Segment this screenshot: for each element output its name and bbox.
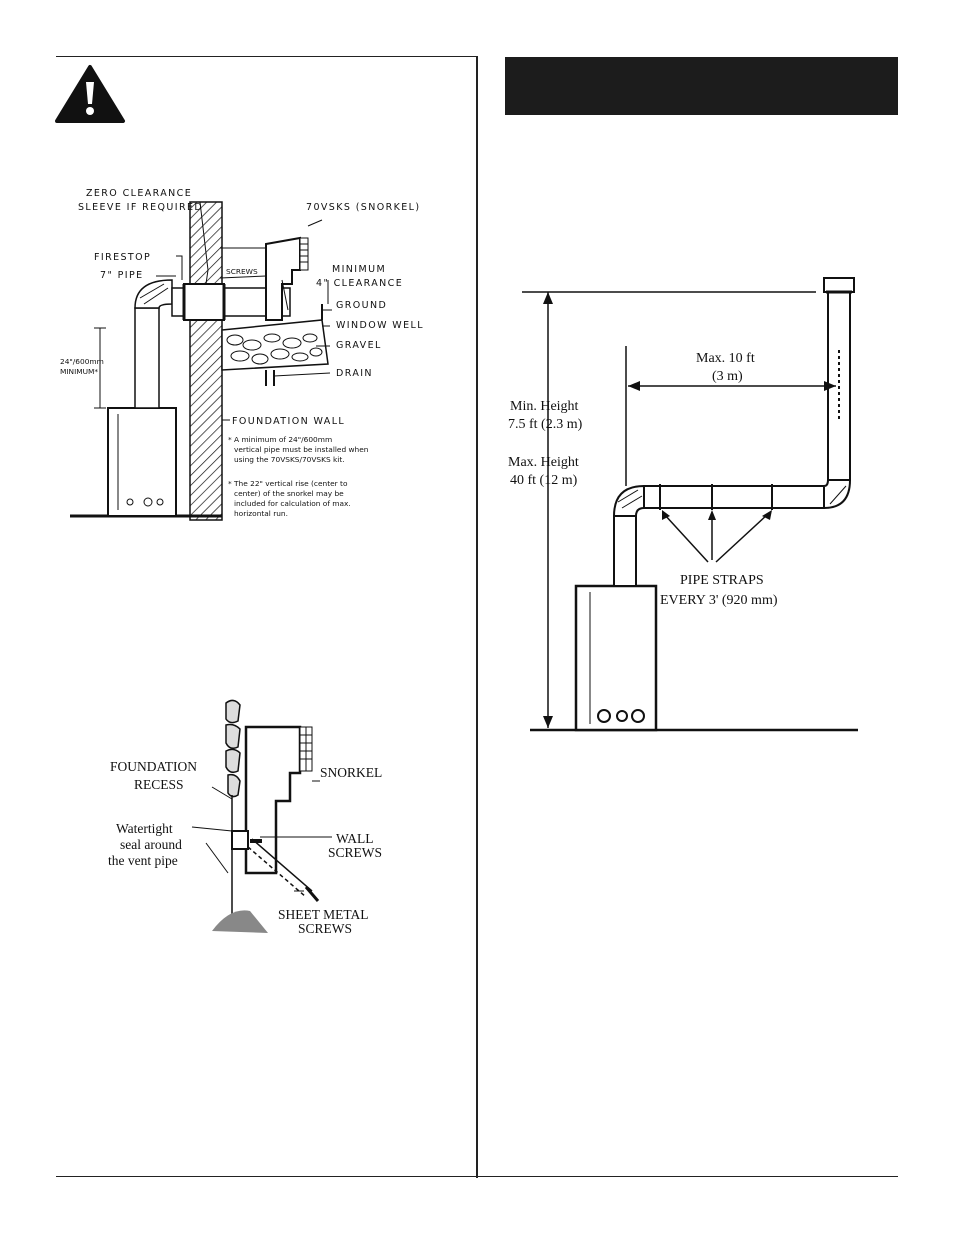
label-window-well: WINDOW WELL [336,320,424,331]
note2-line1: * The 22" vertical rise (center to [228,479,348,488]
foundation-recess-diagram: FOUNDATION RECESS SNORKEL Watertight sea… [108,699,382,936]
section-header-bar [505,57,898,115]
label-sheet-metal-1: SHEET METAL [278,907,369,922]
label-max-run-2: (3 m) [712,369,743,384]
note1-line2: vertical pipe must be installed when [234,445,369,454]
vent-height-diagram: Max. 10 ft (3 m) Min. Height 7.5 ft (2.3… [508,277,858,732]
column-divider [476,56,478,1178]
top-rule [56,56,476,57]
label-7-pipe: 7" PIPE [100,270,144,281]
label-wall-screws-1: WALL [336,831,374,846]
label-max-run-1: Max. 10 ft [696,351,755,366]
label-snorkel-kit: 70VSKS (SNORKEL) [306,202,420,213]
bottom-rule [56,1176,898,1177]
snorkel-device [265,236,309,321]
label-foundation-wall: FOUNDATION WALL [232,416,345,427]
warning-icon [55,65,125,123]
appliance-unit [574,584,658,732]
label-min-vertical-1: 24"/600mm [60,357,104,366]
label-watertight-1: Watertight [116,821,173,836]
label-foundation-recess-1: FOUNDATION [110,759,197,774]
label-zero-clearance-2: SLEEVE IF REQUIRED [78,202,203,213]
label-minimum-1: MINIMUM [332,264,386,275]
snorkel-installation-diagram: ZERO CLEARANCE SLEEVE IF REQUIRED 70VSKS… [60,188,424,521]
label-wall-screws-2: SCREWS [328,845,382,860]
label-min-height-1: Min. Height [510,399,579,414]
label-pipe-straps-1: PIPE STRAPS [680,573,764,588]
label-ground: GROUND [336,300,387,311]
note2-line2: center) of the snorkel may be [234,489,344,498]
label-gravel: GRAVEL [336,340,382,351]
note1-line1: * A minimum of 24"/600mm [228,435,332,444]
label-pipe-straps-2: EVERY 3' (920 mm) [660,593,778,608]
label-drain: DRAIN [336,368,373,379]
label-max-height-2: 40 ft (12 m) [510,473,578,488]
label-min-height-2: 7.5 ft (2.3 m) [508,417,583,432]
note1-line3: using the 70VSKS/70VSKS kit. [234,455,345,464]
appliance [107,407,177,517]
label-watertight-3: the vent pipe [108,853,178,868]
label-max-height-1: Max. Height [508,455,579,470]
label-screws: SCREWS [226,267,258,276]
label-foundation-recess-2: RECESS [134,777,184,792]
label-sheet-metal-2: SCREWS [298,921,352,936]
label-firestop: FIRESTOP [94,252,151,263]
label-min-vertical-2: MINIMUM* [60,367,98,376]
note2-line4: horizontal run. [234,509,288,518]
label-watertight-2: seal around [120,837,182,852]
note2-line3: included for calculation of max. [234,499,351,508]
label-zero-clearance-1: ZERO CLEARANCE [86,188,192,199]
label-minimum-2: 4" CLEARANCE [316,278,403,289]
label-snorkel: SNORKEL [320,765,382,780]
